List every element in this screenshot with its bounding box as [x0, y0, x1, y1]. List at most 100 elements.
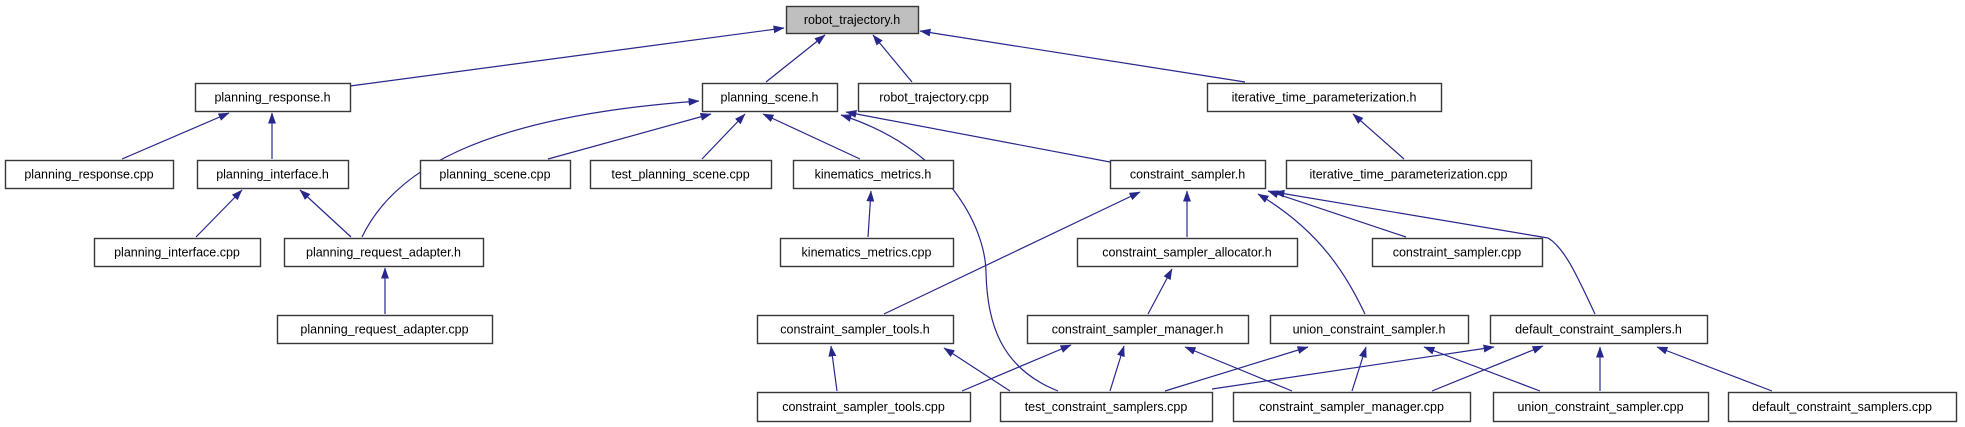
node-box[interactable]	[756, 314, 955, 345]
node-box[interactable]	[93, 237, 262, 268]
node-label: test_constraint_samplers.cpp	[1025, 400, 1188, 414]
node-box[interactable]	[1285, 159, 1533, 190]
node-label: default_constraint_samplers.cpp	[1752, 400, 1932, 414]
node-planning_interface_h[interactable]: planning_interface.h	[196, 159, 350, 190]
node-planning_scene_cpp[interactable]: planning_scene.cpp	[419, 159, 572, 190]
node-label: union_constraint_sampler.h	[1293, 323, 1446, 337]
node-planning_request_adapter_h[interactable]: planning_request_adapter.h	[283, 237, 485, 268]
node-box[interactable]	[419, 159, 572, 190]
edge-constraint_sampler_h-to-planning_scene_h	[845, 110, 1111, 163]
node-box[interactable]	[1489, 314, 1709, 345]
node-label: planning_response.cpp	[24, 168, 153, 182]
node-box[interactable]	[792, 159, 955, 190]
node-box[interactable]	[1026, 314, 1250, 345]
node-constraint_sampler_allocator_h[interactable]: constraint_sampler_allocator.h	[1076, 237, 1299, 268]
node-label: test_planning_scene.cpp	[611, 168, 749, 182]
node-label: planning_interface.cpp	[114, 246, 240, 260]
node-box[interactable]	[999, 391, 1214, 423]
root-node-box	[785, 5, 920, 35]
edge-kinematics_metrics_h-to-planning_scene_h	[762, 113, 861, 160]
node-label: robot_trajectory.h	[804, 13, 900, 27]
node-box[interactable]	[857, 82, 1012, 113]
node-default_constraint_samplers_h[interactable]: default_constraint_samplers.h	[1489, 314, 1709, 345]
node-label: planning_request_adapter.cpp	[300, 323, 468, 337]
node-planning_scene_h[interactable]: planning_scene.h	[701, 82, 839, 113]
edge-kinematics_metrics_cpp-to-kinematics_metrics_h	[866, 190, 875, 238]
node-default_constraint_samplers_cpp[interactable]: default_constraint_samplers.cpp	[1727, 391, 1958, 423]
node-label: constraint_sampler.cpp	[1393, 246, 1522, 260]
edge-planning_request_adapter_h-to-planning_scene_h	[361, 97, 700, 238]
node-box[interactable]	[4, 159, 175, 190]
edge-constraint_sampler_tools_cpp-to-constraint_sampler_tools_h	[828, 345, 838, 392]
node-box[interactable]	[1232, 391, 1472, 423]
node-label: planning_scene.cpp	[439, 168, 550, 182]
edge-planning_request_adapter_h-to-planning_interface_h	[299, 189, 352, 238]
node-union_constraint_sampler_cpp[interactable]: union_constraint_sampler.cpp	[1492, 391, 1710, 423]
node-box[interactable]	[1206, 82, 1443, 113]
node-box[interactable]	[1076, 237, 1299, 268]
node-box[interactable]	[1492, 391, 1710, 423]
node-label: iterative_time_parameterization.cpp	[1309, 168, 1507, 182]
node-box[interactable]	[1371, 237, 1544, 268]
node-label: default_constraint_samplers.h	[1515, 323, 1682, 337]
edge-planning_scene_h-to-robot_trajectory_h	[765, 34, 826, 83]
node-label: constraint_sampler_manager.cpp	[1259, 400, 1444, 414]
node-constraint_sampler_cpp[interactable]: constraint_sampler.cpp	[1371, 237, 1544, 268]
node-label: planning_interface.h	[216, 168, 329, 182]
node-label: robot_trajectory.cpp	[879, 91, 989, 105]
node-label: planning_response.h	[214, 91, 330, 105]
node-robot_trajectory_cpp[interactable]: robot_trajectory.cpp	[857, 82, 1012, 113]
edge-test_constraint_samplers_cpp-to-constraint_sampler_tools_h	[943, 347, 1011, 392]
edge-test_constraint_samplers_cpp-to-constraint_sampler_manager_h	[1109, 345, 1125, 392]
node-planning_interface_cpp[interactable]: planning_interface.cpp	[93, 237, 262, 268]
node-planning_request_adapter_cpp[interactable]: planning_request_adapter.cpp	[276, 314, 494, 345]
node-box[interactable]	[196, 159, 350, 190]
node-union_constraint_sampler_h[interactable]: union_constraint_sampler.h	[1269, 314, 1470, 345]
node-box[interactable]	[756, 391, 972, 423]
node-constraint_sampler_h[interactable]: constraint_sampler.h	[1109, 159, 1267, 190]
node-label: kinematics_metrics.h	[815, 168, 932, 182]
edge-robot_trajectory_cpp-to-robot_trajectory_h	[872, 34, 913, 83]
node-robot_trajectory_h: robot_trajectory.h	[785, 5, 920, 35]
node-test_planning_scene_cpp[interactable]: test_planning_scene.cpp	[589, 159, 773, 190]
node-constraint_sampler_tools_cpp[interactable]: constraint_sampler_tools.cpp	[756, 391, 972, 423]
node-label: constraint_sampler_tools.cpp	[782, 400, 945, 414]
node-box[interactable]	[1727, 391, 1958, 423]
node-box[interactable]	[276, 314, 494, 345]
edge-planning_interface_cpp-to-planning_interface_h	[195, 189, 243, 238]
node-box[interactable]	[589, 159, 773, 190]
edge-planning_response_cpp-to-planning_response_h	[121, 112, 230, 160]
edge-union_constraint_sampler_cpp-to-union_constraint_sampler_h	[1423, 346, 1541, 392]
edge-default_constraint_samplers_cpp-to-default_constraint_samplers_h	[1656, 346, 1773, 392]
edge-planning_response_h-to-robot_trajectory_h	[349, 25, 785, 87]
edge-union_constraint_sampler_h-to-constraint_sampler_h	[1257, 193, 1366, 315]
node-label: iterative_time_parameterization.h	[1232, 91, 1417, 105]
node-iterative_time_parameterization_h[interactable]: iterative_time_parameterization.h	[1206, 82, 1443, 113]
edge-constraint_sampler_tools_h-to-constraint_sampler_h	[883, 191, 1141, 315]
node-planning_response_cpp[interactable]: planning_response.cpp	[4, 159, 175, 190]
node-box[interactable]	[1269, 314, 1470, 345]
node-label: constraint_sampler_allocator.h	[1102, 246, 1272, 260]
node-constraint_sampler_manager_h[interactable]: constraint_sampler_manager.h	[1026, 314, 1250, 345]
node-iterative_time_parameterization_cpp[interactable]: iterative_time_parameterization.cpp	[1285, 159, 1533, 190]
node-box[interactable]	[701, 82, 839, 113]
node-kinematics_metrics_h[interactable]: kinematics_metrics.h	[792, 159, 955, 190]
node-planning_response_h[interactable]: planning_response.h	[194, 82, 352, 113]
node-label: constraint_sampler_manager.h	[1052, 323, 1224, 337]
node-kinematics_metrics_cpp[interactable]: kinematics_metrics.cpp	[779, 237, 955, 268]
node-box[interactable]	[283, 237, 485, 268]
edge-planning_scene_cpp-to-planning_scene_h	[547, 112, 712, 160]
node-box[interactable]	[779, 237, 955, 268]
node-constraint_sampler_manager_cpp[interactable]: constraint_sampler_manager.cpp	[1232, 391, 1472, 423]
node-label: constraint_sampler_tools.h	[780, 323, 929, 337]
node-label: kinematics_metrics.cpp	[802, 246, 932, 260]
node-box[interactable]	[194, 82, 352, 113]
node-test_constraint_samplers_cpp[interactable]: test_constraint_samplers.cpp	[999, 391, 1214, 423]
node-constraint_sampler_tools_h[interactable]: constraint_sampler_tools.h	[756, 314, 955, 345]
node-box[interactable]	[1109, 159, 1267, 190]
edge-test_constraint_samplers_cpp-to-union_constraint_sampler_h	[1164, 346, 1309, 392]
node-label: planning_request_adapter.h	[306, 246, 461, 260]
edge-default_constraint_samplers_h-to-constraint_sampler_h	[1273, 189, 1596, 315]
